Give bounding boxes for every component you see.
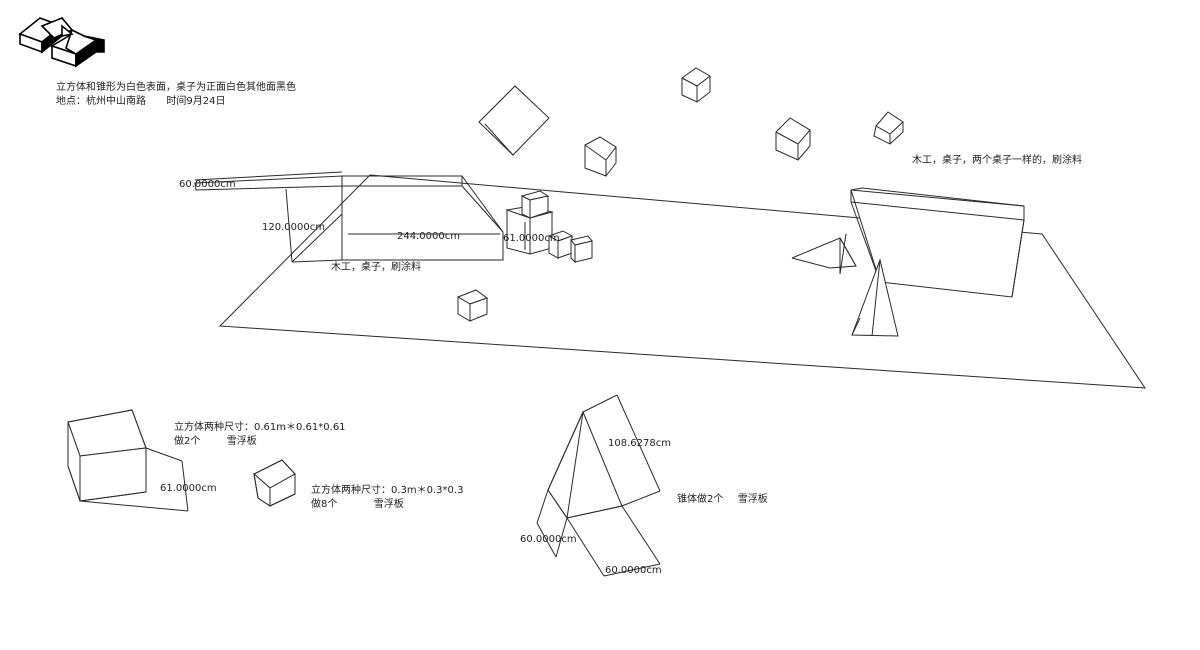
table-length-dimension: 244.0000cm: [397, 231, 460, 242]
location-note: 地点：杭州中山南路 时间9月24日: [56, 95, 225, 109]
right-table-note: 木工，桌子，两个桌子一样的，刷涂料: [912, 155, 1082, 166]
cone: [536, 394, 661, 577]
surface-note: 立方体和锥形为白色表面，桌子为正面白色其他面黑色: [56, 82, 296, 93]
small-cube-material: 雪浮板: [373, 499, 404, 510]
cone-base-a-dimension: 60.0000cm: [520, 534, 577, 545]
location-text: 地点：杭州中山南路: [56, 96, 146, 107]
large-cube-edge-dimension: 61.0000cm: [160, 483, 217, 494]
cone-note: 锥体做2个 雪浮板: [677, 493, 768, 507]
left-table-note: 木工，桌子，刷涂料: [331, 262, 421, 273]
table-depth-dimension: 60.0000cm: [179, 179, 236, 190]
right-cones: [791, 233, 899, 337]
large-cube: [67, 409, 189, 512]
cube-stack-dimension: 61.0000cm: [503, 233, 560, 244]
large-cube-material: 雪浮板: [226, 436, 257, 447]
small-cube-size-note: 立方体两种尺寸：0.3m＊0.3*0.3: [311, 485, 464, 496]
stacked-cubes-logo-icon: [18, 17, 105, 68]
floating-cube-4: [775, 117, 811, 161]
cone-count: 锥体做2个: [677, 494, 724, 505]
table-height-dimension: 120.0000cm: [262, 222, 325, 233]
floating-cube-2: [584, 136, 617, 177]
small-cube: [253, 459, 296, 507]
small-cube-count-note: 做8个 雪浮板: [311, 498, 404, 512]
left-table: [194, 171, 504, 263]
large-cube-count: 做2个: [174, 436, 201, 447]
right-table: [850, 187, 1025, 298]
cone-base-b-dimension: 60.0000cm: [605, 565, 662, 576]
time-text: 时间9月24日: [166, 96, 226, 107]
floating-cube-5: [873, 111, 904, 145]
cone-height-dimension: 108.6278cm: [608, 438, 671, 449]
ground-cube: [456, 289, 489, 322]
middle-cube-cluster: [505, 190, 593, 264]
floating-cube-3: [681, 67, 711, 103]
ground-plane: [218, 174, 1146, 389]
large-cube-count-note: 做2个 雪浮板: [174, 435, 257, 449]
floating-cube-1: [478, 85, 550, 156]
cone-material: 雪浮板: [737, 494, 768, 505]
small-cube-count: 做8个: [311, 499, 338, 510]
large-cube-size-note: 立方体两种尺寸：0.61m＊0.61*0.61: [174, 422, 346, 433]
